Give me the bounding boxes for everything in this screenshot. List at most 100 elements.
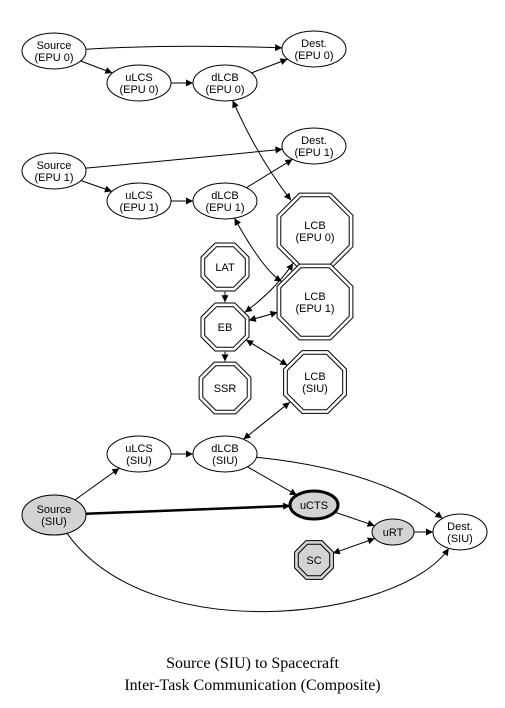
node-srcs: Source(SIU): [21, 494, 87, 536]
edge-src0-to-ulcs0: [80, 60, 113, 74]
edge-srcs-to-ucts: [85, 502, 291, 516]
node-label-dsts-0: Dest.: [447, 521, 473, 533]
edges-layer: [66, 44, 450, 612]
node-label-lcbsiu-1: (SIU): [302, 383, 328, 395]
node-label-ulcss-0: uLCS: [125, 443, 153, 455]
node-shape-dlcb0: [192, 64, 258, 102]
edge-ucts-to-urt: [334, 511, 375, 527]
node-shape-dsts: [432, 513, 488, 551]
node-label-dst0-0: Dest.: [301, 38, 327, 50]
node-label-dlcb1-1: (EPU 1): [205, 202, 244, 214]
node-label-dst1-0: Dest.: [301, 135, 327, 147]
node-shape-src0: [21, 32, 87, 70]
node-label-srcs-1: (SIU): [41, 516, 67, 528]
node-urt: uRT: [371, 518, 415, 546]
node-label-sc-0: SC: [306, 555, 321, 567]
node-label-dlcb0-0: dLCB: [211, 72, 239, 84]
edge-dlcbs-to-dsts: [256, 456, 443, 519]
node-label-dlcb0-1: (EPU 0): [205, 84, 244, 96]
node-dlcb1: dLCB(EPU 1): [192, 182, 258, 220]
node-eb: EB: [200, 302, 250, 352]
node-lcb1: LCB(EPU 1): [276, 263, 354, 341]
edge-dlcb0-to-dst0: [251, 58, 288, 74]
node-shape-dst0: [281, 30, 347, 68]
node-ulcs0: uLCS(EPU 0): [106, 64, 172, 102]
node-shape-src1: [21, 152, 87, 190]
caption-title: Source (SIU) to Spacecraft: [166, 655, 339, 672]
node-shape-dst1: [281, 127, 347, 165]
node-inner-octagon-eb: [204, 306, 246, 348]
nodes-layer: Source(EPU 0)Dest.(EPU 0)uLCS(EPU 0)dLCB…: [21, 30, 488, 580]
node-src0: Source(EPU 0): [21, 32, 87, 70]
node-dlcbs: dLCB(SIU): [192, 435, 258, 473]
edge-srcs-to-ulcss: [74, 467, 120, 501]
node-shape-ulcs0: [106, 64, 172, 102]
node-dsts: Dest.(SIU): [432, 513, 488, 551]
node-inner-octagon-lcb1: [280, 267, 350, 337]
node-dst0: Dest.(EPU 0): [281, 30, 347, 68]
node-label-dst0-1: (EPU 0): [294, 50, 333, 62]
node-dst1: Dest.(EPU 1): [281, 127, 347, 165]
node-label-dlcb1-0: dLCB: [211, 190, 239, 202]
node-sc: SC: [294, 540, 334, 580]
edge-dlcb0-to-lcb0: [232, 100, 292, 201]
edge-src0-to-dst0: [85, 44, 283, 52]
node-lat: LAT: [200, 242, 250, 292]
node-label-ulcs0-1: (EPU 0): [119, 84, 158, 96]
edge-srcs-to-dsts: [66, 533, 450, 612]
node-label-dst1-1: (EPU 1): [294, 147, 333, 159]
node-lcbsiu: LCB(SIU): [283, 350, 347, 414]
node-label-lcb0-0: LCB: [304, 220, 325, 232]
node-shape-dlcbs: [192, 435, 258, 473]
node-lcb0: LCB(EPU 0): [276, 192, 354, 270]
node-outer-octagon-eb: [200, 302, 250, 352]
node-shape-ulcs1: [106, 182, 172, 220]
node-inner-octagon-sc: [297, 543, 331, 577]
edge-eb-to-lcbsiu: [245, 339, 288, 366]
node-ulcss: uLCS(SIU): [106, 435, 172, 473]
node-inner-octagon-lcbsiu: [286, 353, 344, 411]
edge-sc-to-urt: [332, 537, 375, 555]
node-label-src1-1: (EPU 1): [34, 172, 73, 184]
node-src1: Source(EPU 1): [21, 152, 87, 190]
node-outer-octagon-sc: [294, 540, 334, 580]
node-label-ulcss-1: (SIU): [126, 455, 152, 467]
node-outer-octagon-lcbsiu: [283, 350, 347, 414]
node-shape-urt: [371, 518, 415, 546]
node-label-lcb1-1: (EPU 1): [295, 303, 334, 315]
node-ucts: uCTS: [288, 489, 340, 521]
node-outer-octagon-ssr: [198, 361, 252, 415]
caption-subtitle: Inter-Task Communication (Composite): [124, 677, 381, 694]
node-shape-ulcss: [106, 435, 172, 473]
node-label-lcb0-1: (EPU 0): [295, 232, 334, 244]
edge-dlcbs-to-lcbsiu: [243, 401, 291, 440]
node-ssr: SSR: [198, 361, 252, 415]
node-label-lcb1-0: LCB: [304, 291, 325, 303]
edge-src1-to-dst1: [85, 146, 283, 169]
node-label-eb-0: EB: [218, 322, 233, 334]
node-label-src1-0: Source: [37, 160, 72, 172]
edge-dlcbs-to-ucts: [247, 466, 298, 496]
edge-dlcb1-to-dst1: [246, 158, 293, 189]
node-shape-srcs: [21, 494, 87, 536]
node-label-dlcbs-1: (SIU): [212, 455, 238, 467]
node-label-dsts-1: (SIU): [447, 533, 473, 545]
node-label-src0-0: Source: [37, 40, 72, 52]
node-outer-octagon-lat: [200, 242, 250, 292]
node-outer-octagon-lcb1: [276, 263, 354, 341]
node-label-ucts-0: uCTS: [300, 500, 328, 512]
edge-src1-to-ulcs1: [80, 180, 113, 193]
node-label-ulcs1-1: (EPU 1): [119, 202, 158, 214]
node-label-dlcbs-0: dLCB: [211, 443, 239, 455]
node-inner-octagon-ssr: [202, 365, 248, 411]
node-label-src0-1: (EPU 0): [34, 52, 73, 64]
node-label-urt-0: uRT: [383, 527, 404, 539]
node-shape-dlcb1: [192, 182, 258, 220]
edge-eb-to-lcb1: [248, 310, 278, 322]
node-inner-octagon-lat: [204, 246, 246, 288]
node-label-srcs-0: Source: [37, 504, 72, 516]
ipc-graph: Source(EPU 0)Dest.(EPU 0)uLCS(EPU 0)dLCB…: [21, 30, 488, 612]
node-label-ssr-0: SSR: [214, 383, 237, 395]
node-ulcs1: uLCS(EPU 1): [106, 182, 172, 220]
node-label-ulcs0-0: uLCS: [125, 72, 153, 84]
